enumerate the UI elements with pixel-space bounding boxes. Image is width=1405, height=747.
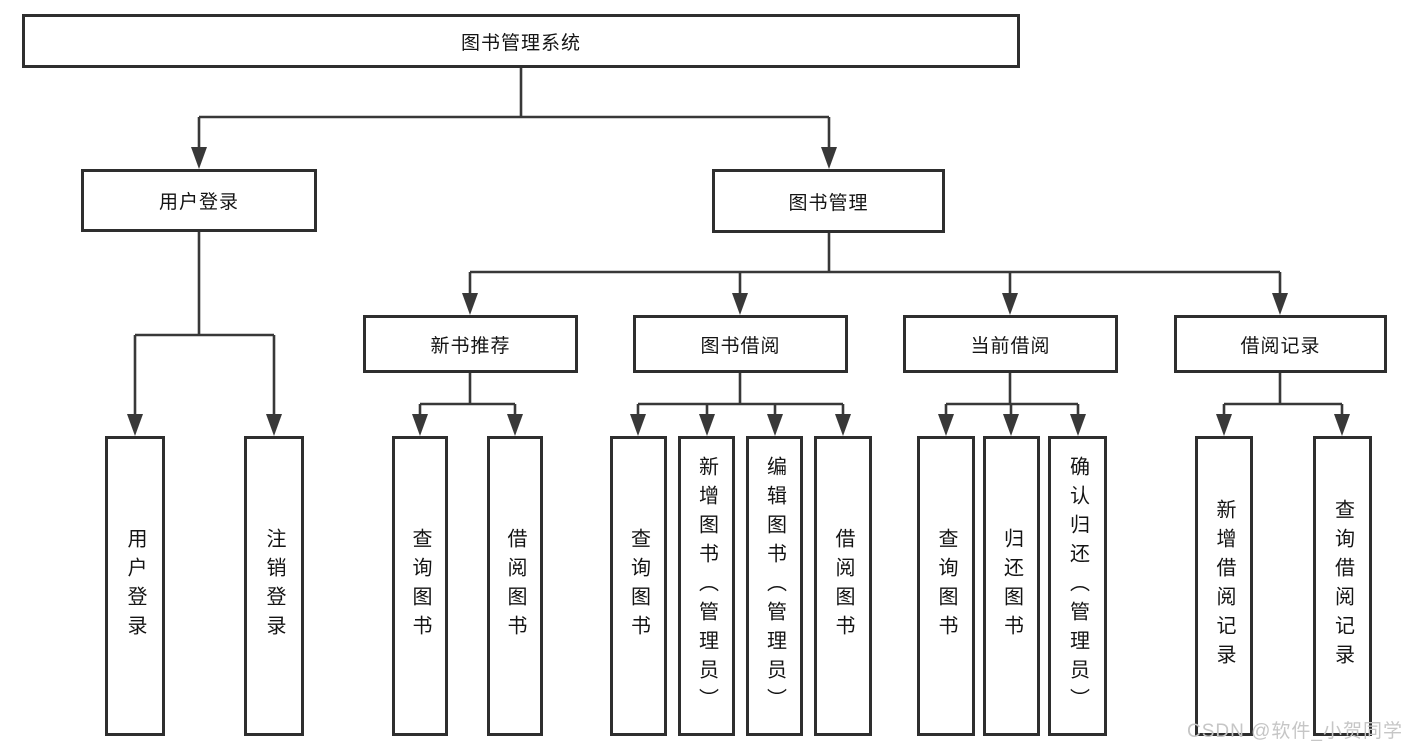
node-root: 图书管理系统 — [22, 14, 1020, 68]
leaf-cb-confirm-return-admin-label: 确认归还（管理员） — [1066, 455, 1089, 717]
leaf-bb-borrow-books-label: 借阅图书 — [832, 528, 854, 644]
csdn-watermark: CSDN @软件_小贺同学 — [1187, 721, 1403, 742]
node-book-management-label: 图书管理 — [788, 192, 869, 214]
node-user-login: 用户登录 — [81, 169, 317, 232]
leaf-nb-borrow-books: 借阅图书 — [487, 436, 543, 736]
leaf-nb-query-books-label: 查询图书 — [409, 528, 431, 644]
arrowheads — [127, 147, 1350, 436]
leaf-logout-label: 注销登录 — [263, 528, 285, 644]
leaf-cb-query-books: 查询图书 — [917, 436, 975, 736]
node-root-label: 图书管理系统 — [460, 32, 581, 54]
leaf-cb-return-books-label: 归还图书 — [1000, 528, 1023, 644]
leaf-br-query-record: 查询借阅记录 — [1313, 436, 1372, 736]
leaf-user-login-label: 用户登录 — [124, 528, 146, 644]
leaf-cb-query-books-label: 查询图书 — [935, 528, 957, 644]
node-book-borrow: 图书借阅 — [633, 315, 848, 373]
node-new-book-recommend-label: 新书推荐 — [430, 335, 511, 357]
leaf-bb-add-books-admin-label: 新增图书（管理员） — [695, 455, 718, 717]
leaf-logout: 注销登录 — [244, 436, 304, 736]
node-current-borrow-label: 当前借阅 — [970, 335, 1051, 357]
leaf-bb-edit-books-admin-label: 编辑图书（管理员） — [763, 455, 786, 717]
leaf-br-add-record-label: 新增借阅记录 — [1213, 499, 1235, 673]
node-user-login-label: 用户登录 — [158, 192, 239, 213]
leaf-bb-borrow-books: 借阅图书 — [814, 436, 872, 736]
leaf-user-login: 用户登录 — [105, 436, 165, 736]
leaf-bb-add-books-admin: 新增图书（管理员） — [678, 436, 735, 736]
node-book-borrow-label: 图书借阅 — [700, 335, 781, 357]
leaf-cb-return-books: 归还图书 — [983, 436, 1040, 736]
node-borrow-records-label: 借阅记录 — [1240, 335, 1321, 357]
leaf-bb-query-books: 查询图书 — [610, 436, 667, 736]
leaf-bb-edit-books-admin: 编辑图书（管理员） — [746, 436, 803, 736]
node-book-management: 图书管理 — [712, 169, 945, 233]
leaf-br-query-record-label: 查询借阅记录 — [1331, 499, 1354, 673]
leaf-cb-confirm-return-admin: 确认归还（管理员） — [1048, 436, 1107, 736]
node-new-book-recommend: 新书推荐 — [363, 315, 578, 373]
node-borrow-records: 借阅记录 — [1174, 315, 1387, 373]
leaf-bb-query-books-label: 查询图书 — [627, 528, 650, 644]
leaf-nb-query-books: 查询图书 — [392, 436, 448, 736]
leaf-br-add-record: 新增借阅记录 — [1195, 436, 1253, 736]
leaf-nb-borrow-books-label: 借阅图书 — [504, 528, 526, 644]
node-current-borrow: 当前借阅 — [903, 315, 1118, 373]
